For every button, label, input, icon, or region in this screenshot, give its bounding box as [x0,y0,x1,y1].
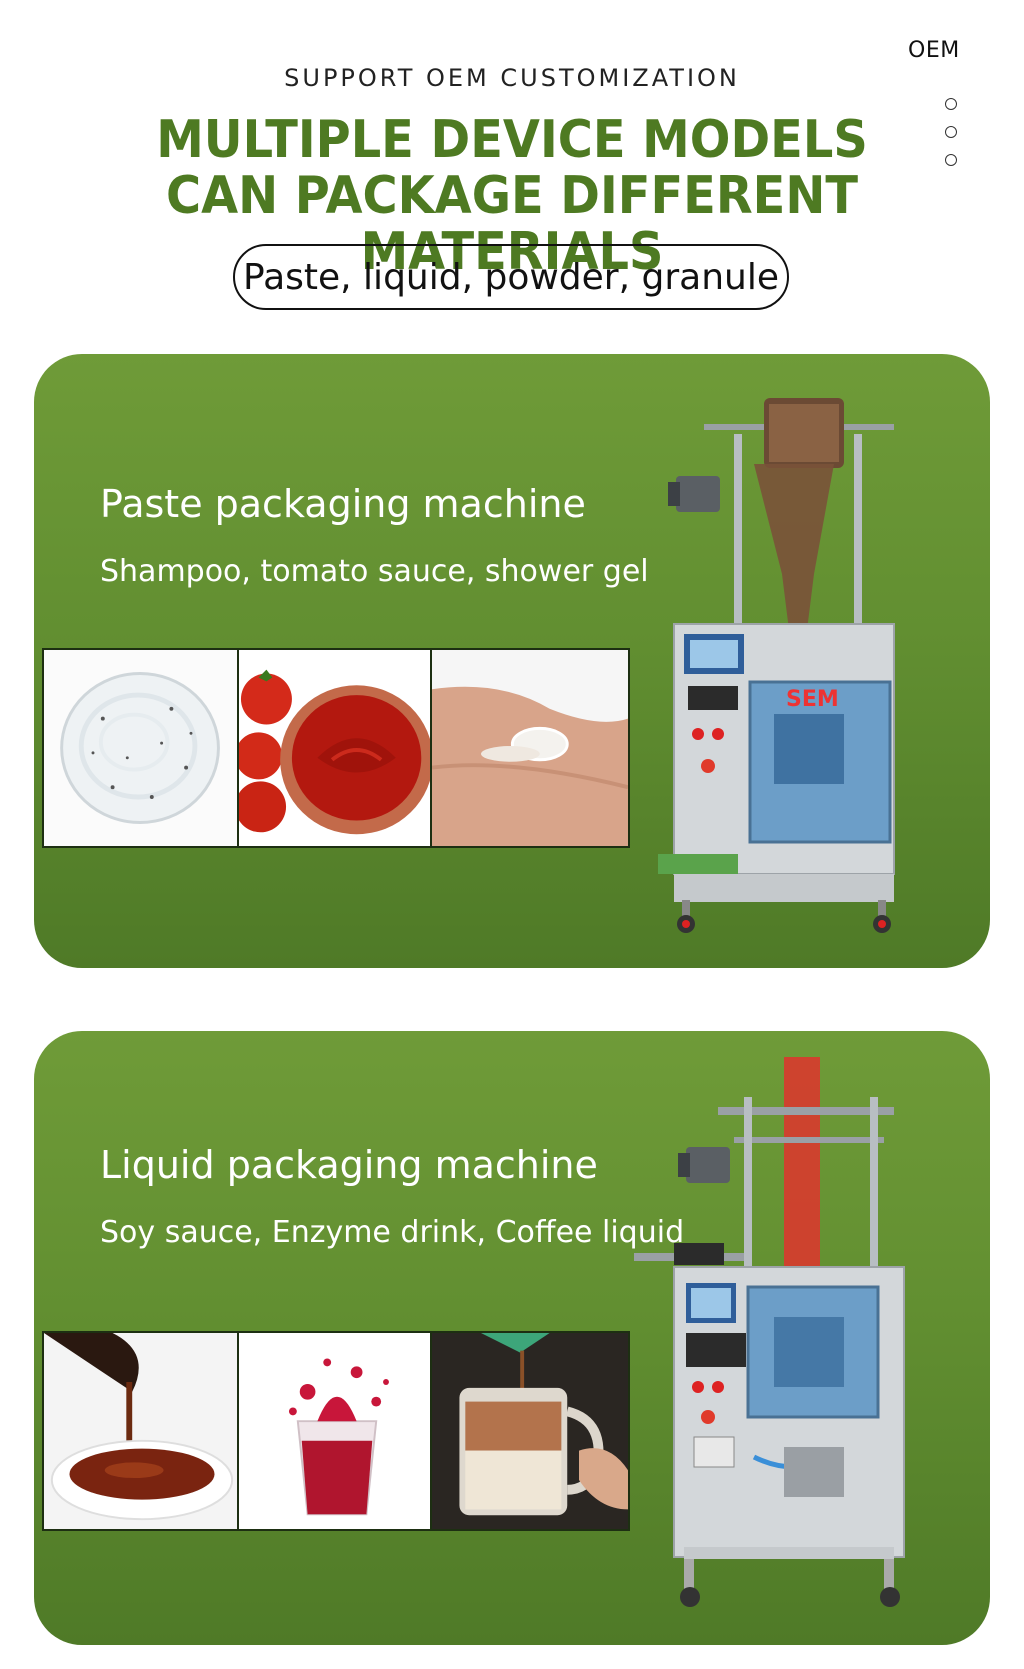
panel-description: Shampoo, tomato sauce, shower gel [100,554,649,589]
oem-label: OEM [908,38,960,63]
enzyme-drink-photo [237,1331,437,1531]
carousel-dot-icon[interactable] [945,154,957,166]
liquid-machine-panel: Liquid packaging machine Soy sauce, Enzy… [34,1031,990,1645]
carousel-dots [945,98,957,182]
paste-machine-panel: Paste packaging machine Shampoo, tomato … [34,354,990,968]
tomato-sauce-image [239,650,435,846]
packaging-machine-icon: SEM [658,398,895,933]
page-subtitle: SUPPORT OEM CUSTOMIZATION [284,64,740,92]
soy-sauce-image [44,1333,240,1529]
shampoo-gel-photo [42,648,242,848]
machine-logo: SEM [786,687,839,712]
page-headline: MULTIPLE DEVICE MODELS CAN PACKAGE DIFFE… [78,112,946,280]
carousel-dot-icon[interactable] [945,98,957,110]
carousel-dot-icon[interactable] [945,126,957,138]
coffee-liquid-image [432,1333,628,1529]
enzyme-drink-image [239,1333,435,1529]
headline-line-2: CAN PACKAGE DIFFERENT MATERIALS [165,166,859,282]
shower-gel-hand-image [432,650,628,846]
panel-title: Liquid packaging machine [100,1143,598,1187]
panel-title: Paste packaging machine [100,482,586,526]
packaging-machine-icon [634,1057,905,1607]
coffee-liquid-photo [430,1331,630,1531]
headline-line-1: MULTIPLE DEVICE MODELS [156,110,868,170]
shampoo-gel-image [44,650,240,846]
soy-sauce-photo [42,1331,242,1531]
materials-pill: Paste, liquid, powder, granule [233,244,789,310]
tomato-sauce-photo [237,648,437,848]
panel-description: Soy sauce, Enzyme drink, Coffee liquid [100,1215,685,1250]
paste-packaging-machine-image: SEM [654,394,914,934]
shower-gel-hand-photo [430,648,630,848]
liquid-packaging-machine-image [634,1057,934,1617]
